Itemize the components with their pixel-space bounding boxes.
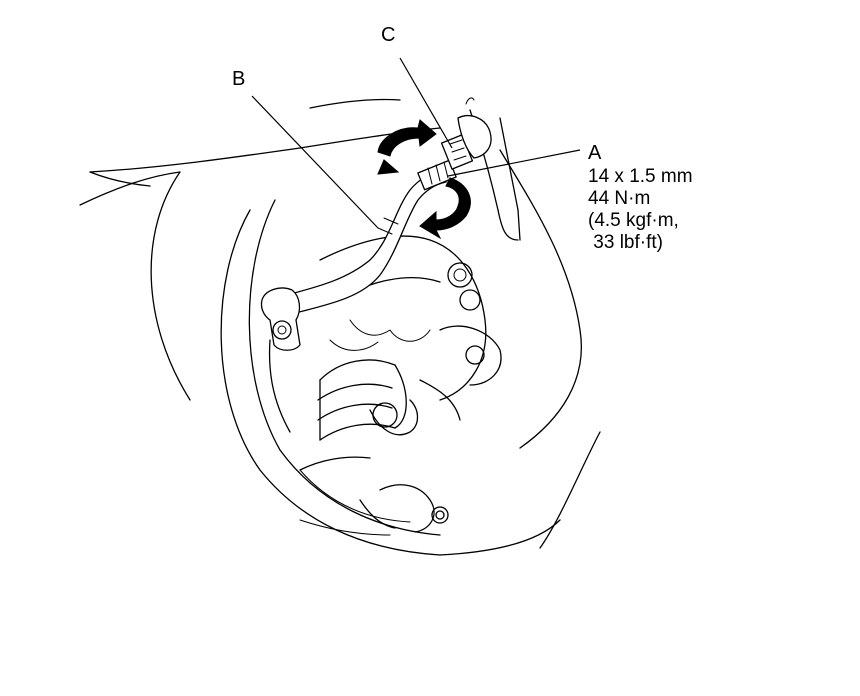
spec-torque-nm: 44 N·m: [588, 188, 651, 209]
spec-torque-kgfm: (4.5 kgf·m,: [588, 210, 679, 231]
hose-bracket: [260, 287, 301, 433]
callout-b: B: [232, 68, 246, 90]
brake-hose: [269, 169, 447, 316]
rotation-arrow-lower-icon: [419, 177, 471, 240]
callout-c: C: [381, 24, 396, 46]
spec-torque-lbfft: 33 lbf·ft): [588, 232, 663, 253]
lower-arm: [299, 399, 449, 536]
tire-outline: [220, 199, 561, 556]
knuckle-assembly: [319, 235, 502, 421]
torque-spec: 14 x 1.5 mm 44 N·m (4.5 kgf·m, 33 lbf·ft…: [588, 166, 693, 254]
leader-line-a: [447, 149, 581, 177]
fender-outline: [79, 98, 601, 549]
spec-bolt-size: 14 x 1.5 mm: [588, 166, 693, 187]
drive-shaft-boot: [299, 359, 407, 471]
leader-line-c: [399, 57, 453, 149]
leader-line-b: [251, 95, 379, 229]
leader-lines: [251, 57, 581, 229]
rotation-arrow-upper-icon: [377, 119, 437, 157]
callout-a: A: [588, 142, 602, 164]
rotation-arrows: [377, 119, 471, 240]
